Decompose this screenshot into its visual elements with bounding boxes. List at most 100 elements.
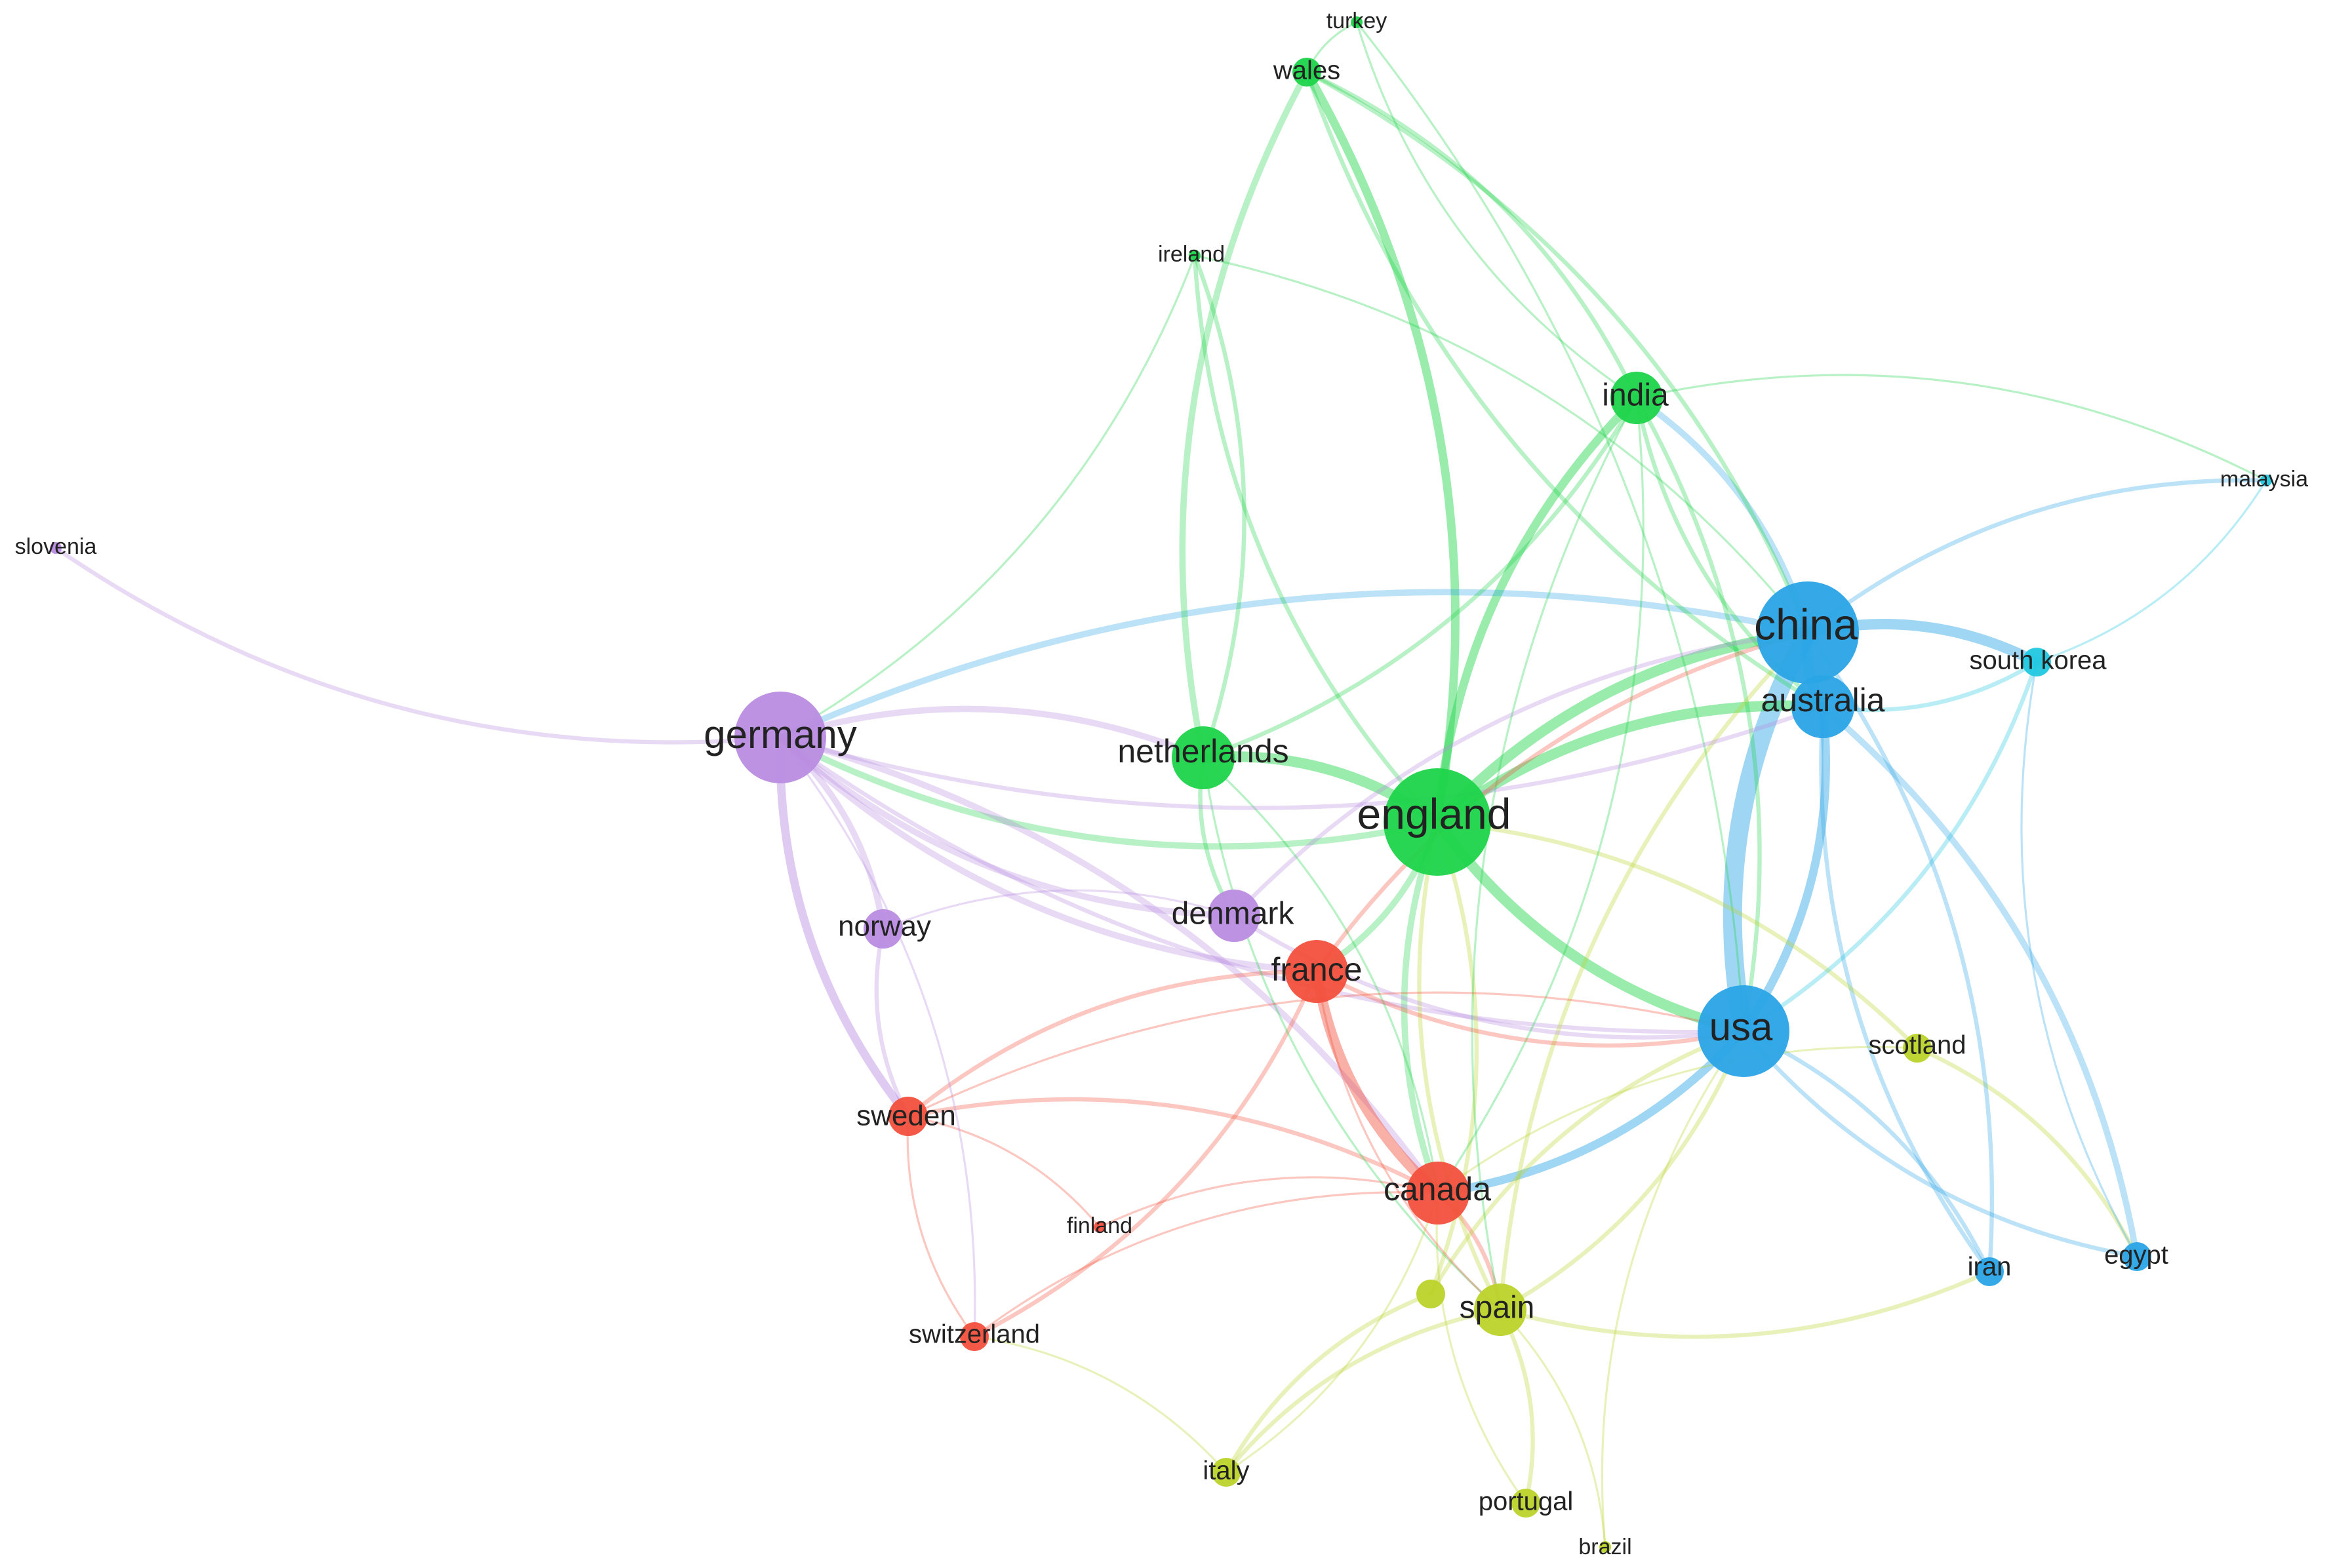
node-finland[interactable] bbox=[1094, 1221, 1106, 1233]
edge-england-wales bbox=[1302, 68, 1460, 827]
edge-usa-canada bbox=[1433, 1027, 1748, 1198]
edge-turkey-usa bbox=[1355, 21, 1745, 1032]
edge-spain-italy bbox=[1224, 1307, 1503, 1475]
node-slovenia[interactable] bbox=[50, 542, 62, 554]
label-egypt: egypt bbox=[2104, 1241, 2168, 1270]
node-france[interactable] bbox=[1285, 940, 1348, 1003]
node-usa[interactable] bbox=[1698, 985, 1789, 1077]
label-scotland: scotland bbox=[1869, 1031, 1966, 1060]
edge-spain-england bbox=[1417, 819, 1503, 1312]
edge-sweden-switzerland bbox=[906, 1115, 976, 1338]
label-netherlands: netherlands bbox=[1117, 733, 1288, 770]
label-usa: usa bbox=[1709, 1005, 1773, 1049]
edge-usa-egypt bbox=[1741, 1029, 2140, 1259]
node-ireland[interactable] bbox=[1189, 250, 1201, 262]
label-china: china bbox=[1754, 600, 1858, 648]
node-brazil[interactable] bbox=[1599, 1541, 1611, 1553]
node-canada[interactable] bbox=[1406, 1162, 1469, 1225]
edge-england-india bbox=[1433, 393, 1641, 827]
node-sweden[interactable] bbox=[888, 1097, 928, 1136]
edge-canada-sweden bbox=[906, 1097, 1441, 1196]
edge-spain-china bbox=[1498, 630, 1810, 1312]
edge-spain-usa bbox=[1498, 1029, 1746, 1312]
labels-layer: englandchinausagermanyaustralianetherlan… bbox=[15, 9, 2309, 1559]
edge-germany-australia bbox=[778, 704, 1825, 810]
edge-china-germany bbox=[777, 589, 1811, 741]
label-sweden: sweden bbox=[856, 1100, 956, 1132]
edge-turkey-india bbox=[1355, 21, 1638, 399]
label-portugal: portugal bbox=[1479, 1487, 1574, 1516]
node-egypt[interactable] bbox=[2123, 1242, 2151, 1271]
edge-netherlands-spain bbox=[1202, 756, 1502, 1311]
edge-switzerland-canada bbox=[973, 1191, 1439, 1338]
nodes-layer bbox=[50, 16, 2272, 1553]
edge-germany-usa bbox=[778, 735, 1746, 1034]
label-south-korea: south korea bbox=[1969, 646, 2107, 675]
label-germany: germany bbox=[704, 713, 856, 756]
edge-india-canada bbox=[1437, 397, 1645, 1194]
node-south-korea[interactable] bbox=[2022, 648, 2051, 676]
edge-australia-iran bbox=[1819, 704, 1992, 1274]
node-malaysia[interactable] bbox=[2260, 475, 2272, 486]
edge-england-canada bbox=[1401, 819, 1441, 1196]
node-scotland[interactable] bbox=[1903, 1034, 1932, 1063]
node-germany[interactable] bbox=[734, 692, 826, 783]
node-spain[interactable] bbox=[1474, 1284, 1526, 1336]
edge-egypt-south-korea bbox=[2020, 661, 2138, 1258]
node-england[interactable] bbox=[1384, 768, 1491, 876]
label-france: france bbox=[1271, 951, 1363, 988]
node-china[interactable] bbox=[1757, 581, 1859, 684]
edge-ireland-netherlands bbox=[1192, 253, 1246, 760]
edge-canada-france bbox=[1311, 966, 1443, 1198]
label-brazil: brazil bbox=[1578, 1535, 1631, 1559]
edge-norway-denmark bbox=[882, 889, 1235, 930]
edge-india-spain bbox=[1471, 397, 1638, 1311]
node-norway[interactable] bbox=[864, 909, 903, 949]
label-australia: australia bbox=[1761, 682, 1885, 718]
node-unlabeled-yellow[interactable] bbox=[1416, 1280, 1445, 1308]
edge-wales-australia bbox=[1304, 69, 1825, 709]
edge-france-spain bbox=[1315, 970, 1502, 1311]
edge-australia-egypt bbox=[1820, 703, 2140, 1260]
node-iran[interactable] bbox=[1975, 1257, 2004, 1286]
edge-finland-canada bbox=[1098, 1176, 1439, 1228]
node-india[interactable] bbox=[1610, 372, 1663, 424]
edge-germany-canada bbox=[777, 734, 1441, 1196]
edge-china-malaysia bbox=[1805, 478, 2269, 635]
edge-unlabeled-yellow-usa bbox=[1428, 1029, 1746, 1297]
node-italy[interactable] bbox=[1212, 1458, 1241, 1487]
label-slovenia: slovenia bbox=[15, 534, 97, 559]
edge-spain-iran bbox=[1498, 1269, 1992, 1339]
edge-south-korea-malaysia bbox=[2035, 479, 2267, 663]
edge-netherlands-india bbox=[1201, 395, 1639, 760]
edge-china-usa bbox=[1723, 623, 1818, 1041]
label-ireland: ireland bbox=[1158, 242, 1225, 267]
edge-germany-france bbox=[777, 734, 1320, 975]
edge-finland-sweden bbox=[907, 1115, 1101, 1228]
node-wales[interactable] bbox=[1292, 58, 1321, 87]
edge-denmark-china bbox=[1231, 630, 1810, 918]
edge-ireland-england bbox=[1192, 253, 1440, 825]
label-norway: norway bbox=[838, 911, 931, 943]
label-finland: finland bbox=[1067, 1213, 1132, 1238]
edge-italy-canada bbox=[1225, 1192, 1439, 1474]
node-netherlands[interactable] bbox=[1172, 726, 1235, 789]
node-australia[interactable] bbox=[1791, 675, 1854, 738]
edge-germany-denmark bbox=[777, 734, 1237, 919]
edge-germany-sweden bbox=[776, 733, 913, 1121]
node-denmark[interactable] bbox=[1208, 890, 1260, 942]
node-switzerland[interactable] bbox=[960, 1322, 989, 1351]
edge-england-australia bbox=[1432, 700, 1828, 827]
edge-usa-iran bbox=[1741, 1029, 1992, 1274]
edge-usa-australia bbox=[1739, 702, 1830, 1036]
node-portugal[interactable] bbox=[1511, 1489, 1540, 1518]
edge-india-usa bbox=[1634, 395, 1762, 1034]
label-wales: wales bbox=[1273, 56, 1340, 85]
edge-iran-china bbox=[1805, 630, 1995, 1274]
edge-ireland-germany bbox=[779, 254, 1196, 739]
label-spain: spain bbox=[1460, 1291, 1535, 1325]
label-india: india bbox=[1602, 378, 1669, 413]
edge-wales-china bbox=[1304, 69, 1810, 635]
edge-england-usa bbox=[1432, 817, 1749, 1036]
node-turkey[interactable] bbox=[1351, 16, 1363, 28]
